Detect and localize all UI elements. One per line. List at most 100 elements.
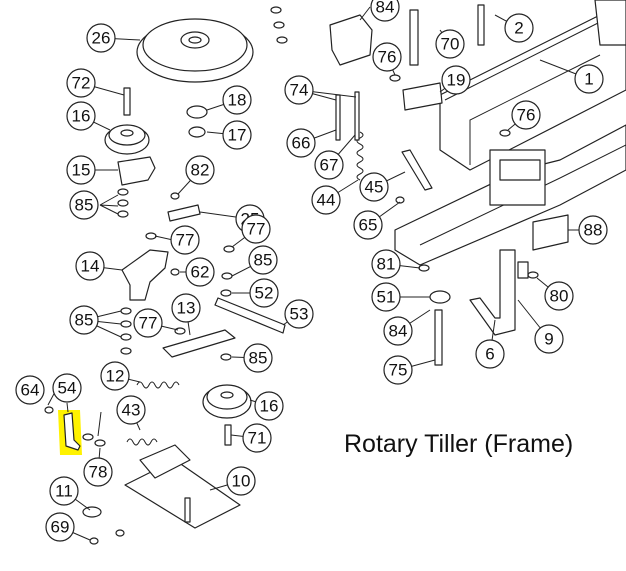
callout-77: 77 xyxy=(170,225,200,255)
callout-label: 62 xyxy=(191,263,210,282)
callout-26: 26 xyxy=(86,23,116,53)
pulley-large-part xyxy=(136,18,254,83)
callout-label: 81 xyxy=(377,255,396,274)
callout-45: 45 xyxy=(359,172,389,202)
callout-label: 77 xyxy=(176,231,195,250)
callout-16: 16 xyxy=(66,101,96,131)
callout-label: 54 xyxy=(58,379,77,398)
strap-part xyxy=(401,149,433,191)
diagram-title: Rotary Tiller (Frame) xyxy=(344,430,574,458)
callout-label: 2 xyxy=(514,19,523,38)
callout-18: 18 xyxy=(222,85,252,115)
callout-label: 12 xyxy=(106,367,125,386)
callout-circle xyxy=(311,185,341,215)
callout-label: 53 xyxy=(290,305,309,324)
callout-circle xyxy=(544,281,574,311)
callout-label: 72 xyxy=(72,74,91,93)
callout-label: 16 xyxy=(260,397,279,416)
callout-circle xyxy=(441,65,471,95)
callout-circle xyxy=(100,361,130,391)
callout-label: 71 xyxy=(248,429,267,448)
callout-label: 75 xyxy=(389,361,408,380)
callout-77: 77 xyxy=(133,308,163,338)
callout-6: 6 xyxy=(475,339,505,369)
callout-circle xyxy=(69,190,99,220)
callout-circle xyxy=(86,23,116,53)
callout-circle xyxy=(15,375,45,405)
callout-16: 16 xyxy=(254,391,284,421)
callout-circle xyxy=(284,75,314,105)
callout-label: 85 xyxy=(75,311,94,330)
spring-small-part xyxy=(126,438,158,446)
callout-label: 85 xyxy=(75,196,94,215)
mount-plate-part xyxy=(124,459,241,529)
idler-pulley-lower xyxy=(202,384,252,419)
callout-circle xyxy=(511,100,541,130)
bracket-small-part xyxy=(402,82,443,111)
callout-label: 17 xyxy=(228,126,247,145)
callout-9: 9 xyxy=(534,324,564,354)
callout-13: 13 xyxy=(171,293,201,323)
callout-65: 65 xyxy=(353,210,383,240)
callout-circle xyxy=(504,13,534,43)
callout-64: 64 xyxy=(15,375,45,405)
callout-84: 84 xyxy=(370,0,400,22)
callout-66: 66 xyxy=(286,128,316,158)
callout-label: 6 xyxy=(485,345,494,364)
arm-plate-part xyxy=(121,249,169,301)
callout-circle xyxy=(222,120,252,150)
callout-label: 88 xyxy=(584,221,603,240)
bracket-15-part xyxy=(117,156,156,186)
callout-circle xyxy=(66,155,96,185)
callout-label: 78 xyxy=(89,463,108,482)
callout-circle xyxy=(254,391,284,421)
bracket-part xyxy=(469,249,516,336)
callout-label: 65 xyxy=(359,216,378,235)
frame-rail-part xyxy=(394,0,626,266)
callout-label: 76 xyxy=(378,48,397,67)
callout-circle xyxy=(45,512,75,542)
callout-circle xyxy=(383,316,413,346)
callout-label: 84 xyxy=(389,322,408,341)
hardware-group xyxy=(44,4,539,545)
callout-15: 15 xyxy=(66,155,96,185)
callout-label: 74 xyxy=(290,81,309,100)
spring-part xyxy=(136,381,180,389)
callout-69: 69 xyxy=(45,512,75,542)
callout-80: 80 xyxy=(544,281,574,311)
callout-85: 85 xyxy=(69,190,99,220)
callout-76: 76 xyxy=(511,100,541,130)
callout-label: 76 xyxy=(517,106,536,125)
callout-label: 45 xyxy=(365,178,384,197)
bracket-54-part xyxy=(63,412,81,451)
callout-label: 64 xyxy=(21,381,40,400)
callout-circle xyxy=(83,457,113,487)
callout-81: 81 xyxy=(371,249,401,279)
callout-circle xyxy=(383,355,413,385)
callout-85: 85 xyxy=(243,343,273,373)
callout-88: 88 xyxy=(578,215,608,245)
callout-circle xyxy=(171,293,201,323)
callout-label: 84 xyxy=(376,0,395,17)
idler-pulley-upper xyxy=(104,124,150,155)
decal-part xyxy=(532,214,569,251)
callout-circle xyxy=(66,101,96,131)
callout-17: 17 xyxy=(222,120,252,150)
callout-71: 71 xyxy=(242,423,272,453)
callout-circle xyxy=(75,251,105,281)
callout-label: 77 xyxy=(247,220,266,239)
callout-label: 51 xyxy=(377,288,396,307)
callout-11: 11 xyxy=(49,476,79,506)
callout-14: 14 xyxy=(75,251,105,281)
callout-77: 77 xyxy=(241,214,271,244)
callout-67: 67 xyxy=(314,150,344,180)
callout-44: 44 xyxy=(311,185,341,215)
bolt-long-part xyxy=(434,309,443,366)
callout-85: 85 xyxy=(248,245,278,275)
callout-label: 66 xyxy=(292,134,311,153)
callout-label: 14 xyxy=(81,257,100,276)
callout-label: 15 xyxy=(72,161,91,180)
callout-circle xyxy=(116,395,146,425)
